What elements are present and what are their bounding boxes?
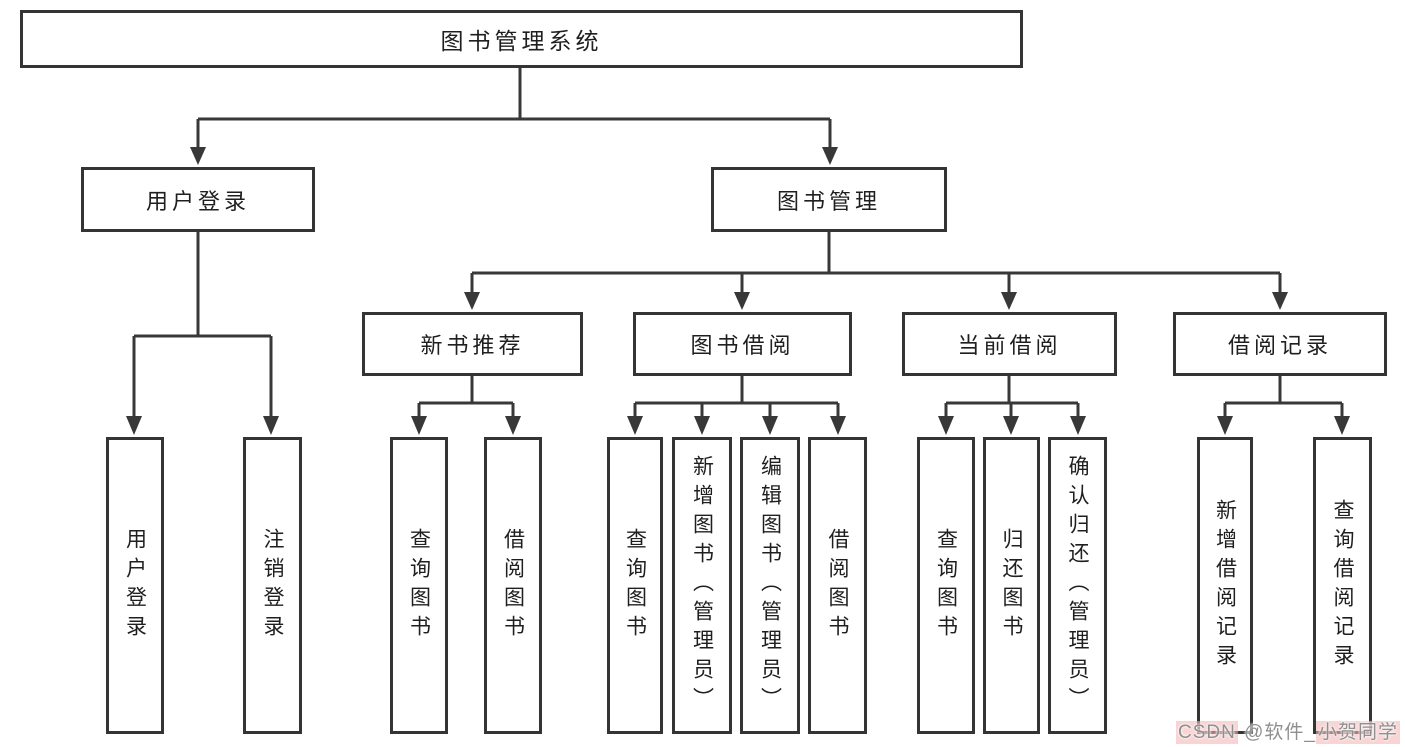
node-current-borrow: 当前借阅 (902, 312, 1117, 376)
leaf-add-borrow-record: 新增借阅记录 (1197, 437, 1253, 734)
leaf-user-login: 用户登录 (106, 437, 164, 734)
leaf-logout: 注销登录 (243, 437, 302, 734)
node-user-login: 用户登录 (81, 167, 315, 232)
leaf-query-borrow-record: 查询借阅记录 (1313, 437, 1372, 734)
leaf-add-book-admin: 新增图书（管理员） (672, 437, 732, 734)
connector-current-borrow-branch (938, 376, 1086, 435)
watermark-author: 小贺同学 (1315, 721, 1400, 744)
node-borrow-records: 借阅记录 (1173, 312, 1387, 376)
connector-root-to-level1 (190, 68, 838, 165)
connector-book-borrow-branch (627, 376, 846, 435)
leaf-query-books-borrow: 查询图书 (607, 437, 663, 734)
node-book-management: 图书管理 (711, 167, 947, 232)
leaf-return-book: 归还图书 (983, 437, 1040, 734)
node-root-library-management-system: 图书管理系统 (20, 10, 1023, 68)
csdn-watermark: CSDN @软件_小贺同学 (1176, 717, 1400, 744)
leaf-query-books-recommend: 查询图书 (390, 437, 448, 734)
node-book-borrow: 图书借阅 (633, 312, 852, 376)
watermark-brand: CSDN (1176, 721, 1238, 744)
connector-new-book-recommend-branch (411, 376, 521, 435)
connector-borrow-records-branch (1217, 376, 1350, 435)
leaf-borrow-books-recommend: 借阅图书 (484, 437, 542, 734)
leaf-query-books-current: 查询图书 (917, 437, 975, 734)
node-new-book-recommend: 新书推荐 (362, 312, 583, 376)
watermark-middle: @软件_ (1237, 722, 1316, 743)
leaf-confirm-return-admin: 确认归还（管理员） (1048, 437, 1107, 734)
connector-book-management-branch (464, 232, 1288, 310)
leaf-borrow-books-borrow: 借阅图书 (808, 437, 867, 734)
leaf-edit-book-admin: 编辑图书（管理员） (740, 437, 800, 734)
connector-user-login-branch (126, 232, 279, 435)
